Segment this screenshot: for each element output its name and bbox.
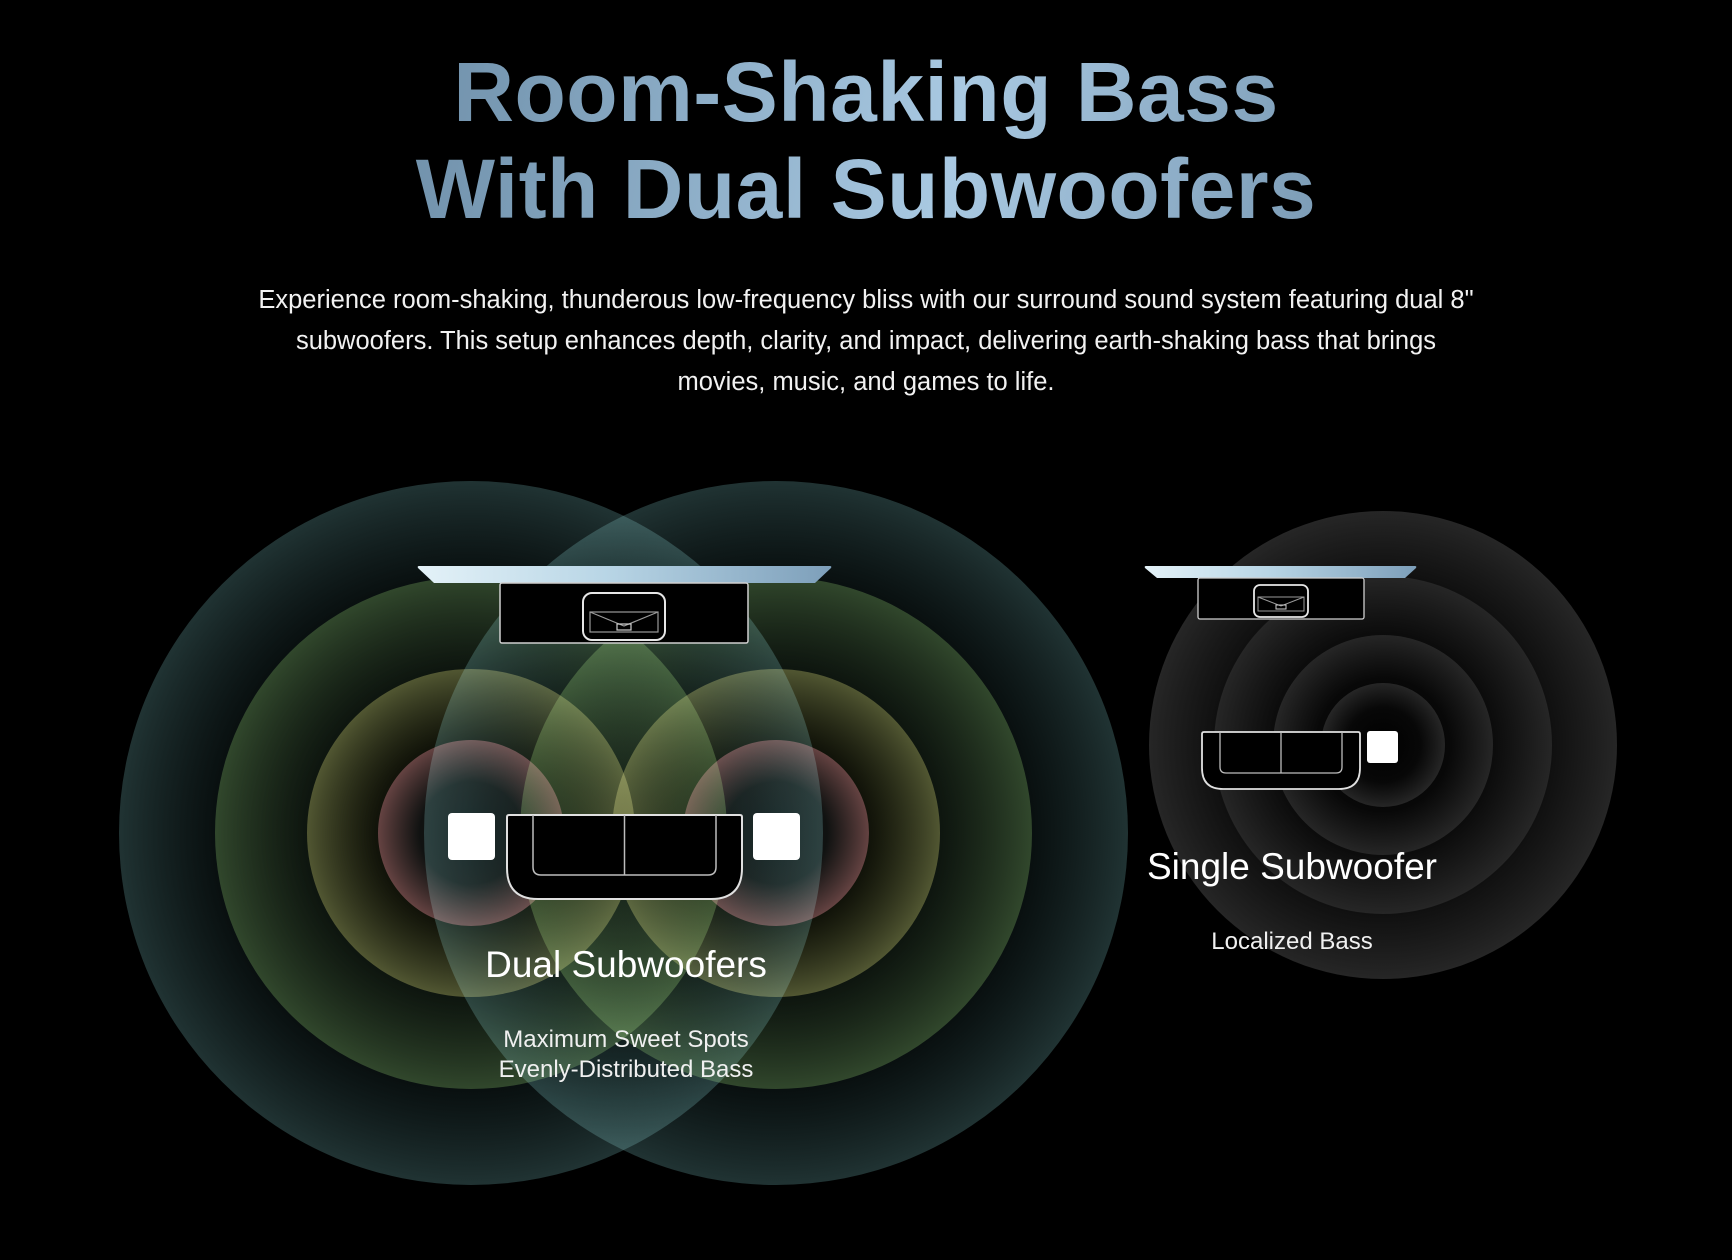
page-description: Experience room-shaking, thunderous low-… (258, 286, 1474, 396)
center-speaker-icon (1253, 584, 1309, 618)
center-speaker-icon (582, 592, 666, 641)
dual-benefit-distributed-bass: Evenly-Distributed Bass (498, 1056, 754, 1083)
subwoofer-icon (1367, 731, 1398, 763)
single-subwoofer-heading: Single Subwoofer (1146, 846, 1438, 887)
dual-benefit-sweet-spots: Maximum Sweet Spots (503, 1026, 749, 1053)
tv-stand (1144, 566, 1417, 620)
tv-screen-icon (417, 566, 832, 583)
tv-stand (417, 566, 832, 644)
single-benefit-localized-bass: Localized Bass (1211, 928, 1373, 955)
left-subwoofer-icon (448, 813, 495, 860)
sofa-icon (1201, 731, 1361, 790)
right-subwoofer-icon (753, 813, 800, 860)
sofa-icon (506, 814, 743, 900)
single-subwoofer-diagram (1144, 511, 1617, 979)
tv-screen-icon (1144, 566, 1417, 578)
dual-subwoofers-heading: Dual Subwoofers (485, 944, 767, 985)
dual-subwoofer-diagram (119, 481, 1128, 1185)
